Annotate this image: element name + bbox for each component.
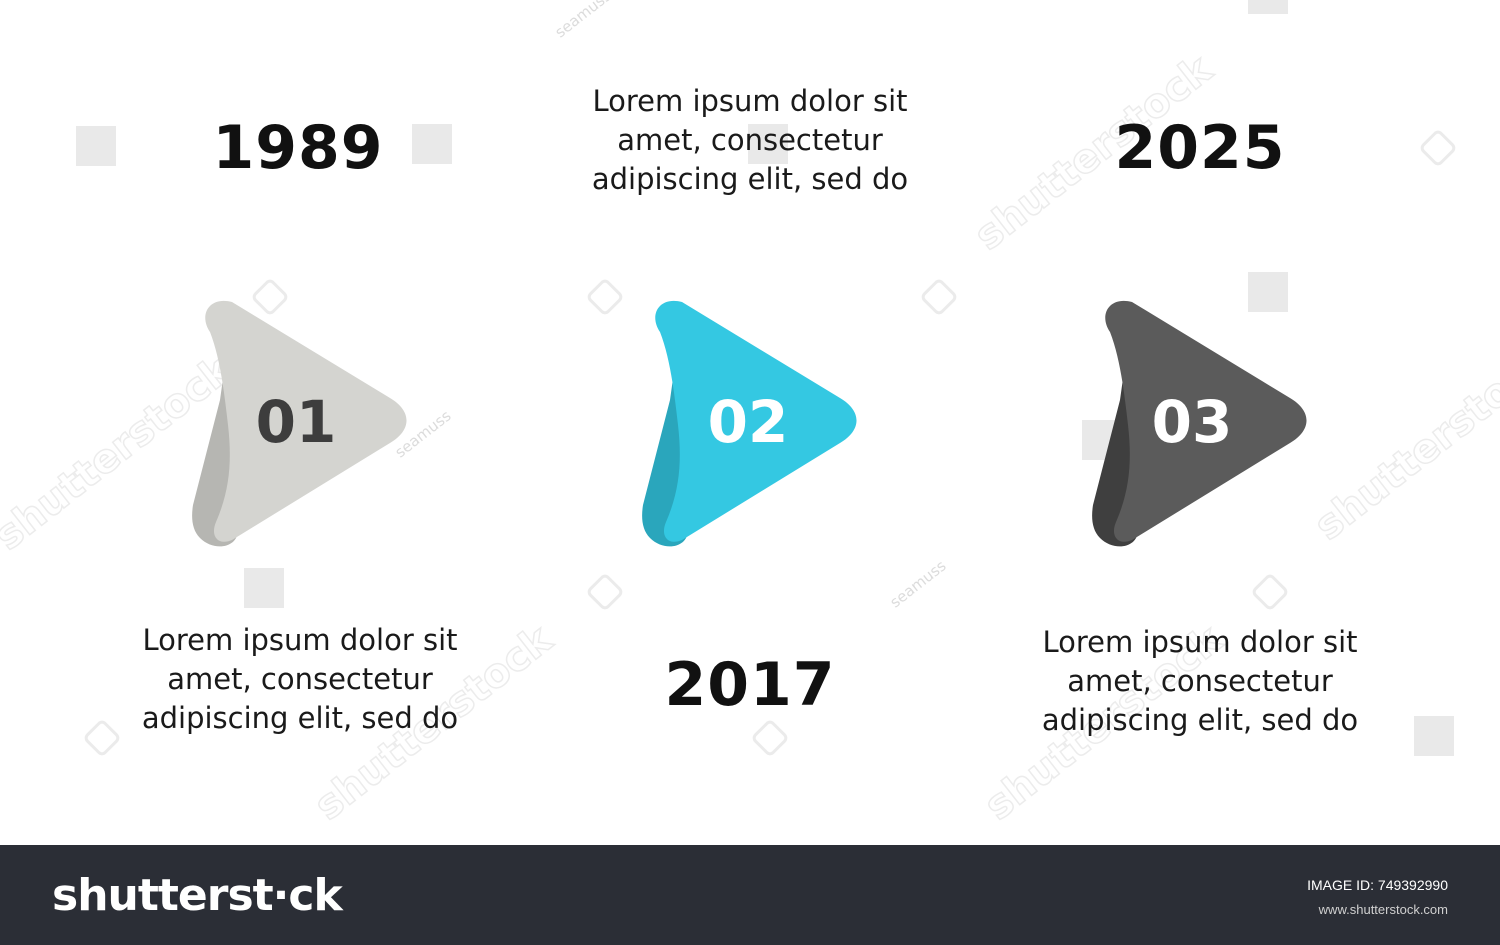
watermark-link-icon [919, 277, 959, 317]
watermark-link-icon [1250, 572, 1290, 612]
step-1-description: Lorem ipsum dolor sit amet, consectetur … [110, 621, 490, 738]
watermark-link-icon [585, 277, 625, 317]
watermark-box-icon [1248, 0, 1288, 14]
step-3-arrow-body [1105, 300, 1307, 542]
watermark-author-text: seamuss [886, 556, 950, 612]
step-2-arrow-shape [642, 300, 857, 547]
step-2-desc-line: amet, consectetur [617, 123, 883, 157]
watermark-box-icon [412, 124, 452, 164]
step-1-number: 01 [255, 388, 337, 456]
step-2-arrow-body [655, 300, 857, 542]
watermark-box-icon [244, 568, 284, 608]
step-3-desc-line: amet, consectetur [1067, 664, 1333, 698]
watermark-brand-text: shutterstock [1305, 336, 1500, 550]
shutterstock-logo: shutterst·ck [52, 870, 343, 921]
watermark-box-icon [1414, 716, 1454, 756]
step-3-arrow: 03 [1090, 300, 1310, 550]
watermark-link-icon [1418, 128, 1458, 168]
step-1-arrow-shape [192, 300, 407, 547]
step-2-year: 2017 [664, 650, 836, 720]
step-1-desc-line: amet, consectetur [167, 662, 433, 696]
step-2-description: Lorem ipsum dolor sit amet, consectetur … [560, 82, 940, 199]
step-3-desc-line: adipiscing elit, sed do [1041, 703, 1359, 737]
step-3-desc-line: Lorem ipsum dolor sit [1042, 625, 1358, 659]
step-2-desc-line: Lorem ipsum dolor sit [592, 84, 908, 118]
watermark-link-icon [750, 718, 790, 758]
step-3-year: 2025 [1114, 113, 1286, 183]
step-1-year: 1989 [212, 113, 384, 183]
image-id-label: IMAGE ID: 749392990 [1307, 877, 1448, 893]
watermark-author-text: seamuss [551, 0, 615, 42]
stock-footer-bar: shutterst·ck IMAGE ID: 749392990 www.shu… [0, 845, 1500, 945]
step-2-desc-line: adipiscing elit, sed do [591, 162, 909, 196]
watermark-box-icon [76, 126, 116, 166]
step-3-arrow-shape [1092, 300, 1307, 547]
step-3-number: 03 [1151, 388, 1233, 456]
step-2-arrow: 02 [640, 300, 860, 550]
infographic-canvas: shutterstock shutterstock shutterstock s… [0, 0, 1500, 831]
step-1-arrow-body [205, 300, 407, 542]
footer-url: www.shutterstock.com [1318, 902, 1448, 917]
watermark-box-icon [748, 124, 788, 164]
step-3-description: Lorem ipsum dolor sit amet, consectetur … [1010, 623, 1390, 740]
step-2-number: 02 [707, 388, 789, 456]
watermark-box-icon [1248, 272, 1288, 312]
step-1-arrow: 01 [190, 300, 410, 550]
step-1-desc-line: Lorem ipsum dolor sit [142, 623, 458, 657]
watermark-link-icon [585, 572, 625, 612]
step-1-desc-line: adipiscing elit, sed do [141, 701, 459, 735]
